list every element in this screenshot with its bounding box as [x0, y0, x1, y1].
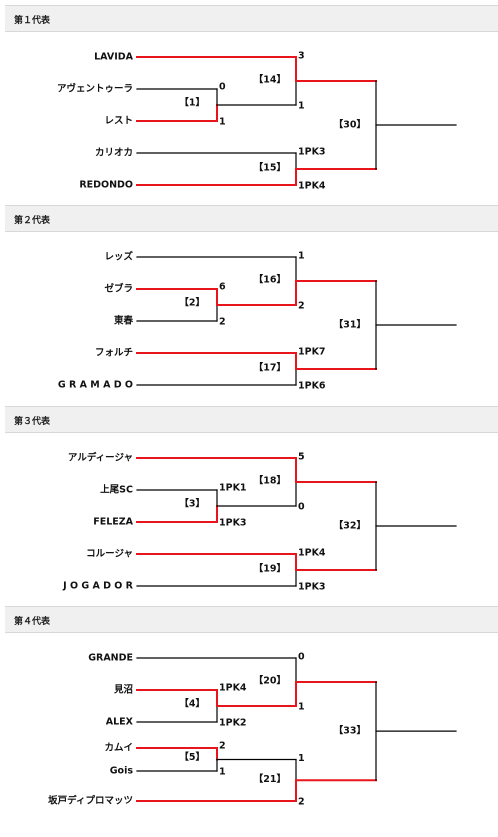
bracket: アヴェントゥーラレスト 0 1 【1】 LAVIDA 3 1 【14】カリオカ REDONDO 1… [0, 32, 498, 207]
score: 2 [219, 741, 226, 752]
score: 1PK4 [298, 548, 326, 559]
match-label: 【31】 [334, 319, 366, 331]
team-name: レスト [104, 116, 133, 127]
bracket: 上尾SC FELEZA 1PK1 1PK3 【3】 アルディージャ 5 0 【18】コルージャ J… [0, 433, 498, 608]
match-label: 【14】 [254, 74, 286, 86]
score: 1 [298, 753, 305, 764]
match-label: 【2】 [179, 297, 205, 309]
team-name: 上尾SC [100, 484, 133, 496]
score: 1 [219, 767, 226, 778]
match-label: 【15】 [254, 162, 286, 174]
section-header: 第３代表 [5, 406, 498, 433]
score: 0 [219, 82, 226, 93]
score: 1PK6 [298, 381, 326, 392]
score: 1PK2 [219, 718, 247, 729]
team-name: LAVIDA [94, 52, 134, 63]
score: 1PK4 [219, 683, 247, 694]
team-name: ゼブラ [104, 283, 133, 295]
match-label: 【32】 [334, 520, 366, 532]
match-label: 【30】 [334, 119, 366, 131]
score: 1 [298, 702, 305, 713]
score: 3 [298, 51, 305, 62]
match-label: 【5】 [179, 751, 205, 763]
bracket-svg: 見沼 ALEX 1PK4 1PK2 【4】 GRANDE 0 1 【20】カムイ Gois 2 1 【5… [48, 652, 457, 808]
team-name: J O G A D O R [62, 581, 134, 592]
team-name: REDONDO [79, 180, 133, 191]
match-label: 【16】 [254, 274, 286, 286]
score: 5 [298, 452, 305, 463]
match-label: 【18】 [254, 475, 286, 487]
team-name: アヴェントゥーラ [57, 83, 133, 95]
team-name: コルージャ [86, 549, 133, 560]
score: 0 [298, 652, 305, 663]
match-label: 【3】 [179, 498, 205, 510]
score: 0 [298, 502, 305, 513]
section-title: 第１代表 [14, 16, 51, 26]
section-header: 第４代表 [5, 606, 498, 633]
match-label: 【20】 [254, 675, 286, 687]
team-name: FELEZA [93, 517, 133, 528]
score: 1PK3 [298, 147, 326, 158]
team-name: GRANDE [88, 653, 133, 664]
section-title: 第３代表 [14, 417, 51, 427]
bracket: ゼブラ東春 6 2 【2】 レッズ 1 2 【16】フォルチ G R A M A D O 1PK7… [0, 232, 498, 407]
team-name: 見沼 [113, 684, 133, 696]
match-label: 【4】 [179, 698, 205, 710]
team-name: ALEX [106, 717, 134, 728]
team-name: 東春 [113, 315, 134, 327]
team-name: Gois [110, 766, 134, 777]
score: 2 [219, 317, 226, 328]
score: 2 [298, 797, 305, 808]
score: 1 [298, 101, 305, 112]
score: 1PK3 [298, 582, 326, 593]
score: 6 [219, 282, 226, 293]
team-name: レッズ [104, 251, 133, 263]
score: 1PK1 [219, 483, 247, 494]
score: 1 [298, 251, 305, 262]
score: 2 [298, 301, 305, 312]
match-label: 【21】 [254, 773, 286, 785]
team-name: 坂戸ディプロマッツ [48, 795, 133, 807]
section-header: 第１代表 [5, 5, 498, 32]
score: 1PK3 [219, 518, 247, 529]
match-label: 【1】 [179, 97, 205, 109]
match-label: 【33】 [334, 725, 366, 737]
score: 1PK7 [298, 347, 326, 358]
team-name: フォルチ [95, 348, 133, 359]
team-name: G R A M A D O [58, 380, 133, 391]
team-name: カムイ [104, 743, 133, 754]
bracket: 見沼 ALEX 1PK4 1PK2 【4】 GRANDE 0 1 【20】カムイ Gois 2 1 【5… [0, 633, 498, 808]
score: 1PK4 [298, 181, 326, 192]
section-title: 第４代表 [14, 617, 51, 627]
section-header: 第２代表 [5, 205, 498, 232]
score: 1 [219, 117, 226, 128]
bracket-svg: 上尾SC FELEZA 1PK1 1PK3 【3】 アルディージャ 5 0 【18】コルージャ J… [62, 452, 457, 593]
section-title: 第２代表 [14, 216, 51, 226]
match-label: 【17】 [254, 362, 286, 374]
match-label: 【19】 [254, 563, 286, 575]
team-name: アルディージャ [68, 452, 133, 464]
team-name: カリオカ [95, 148, 133, 159]
